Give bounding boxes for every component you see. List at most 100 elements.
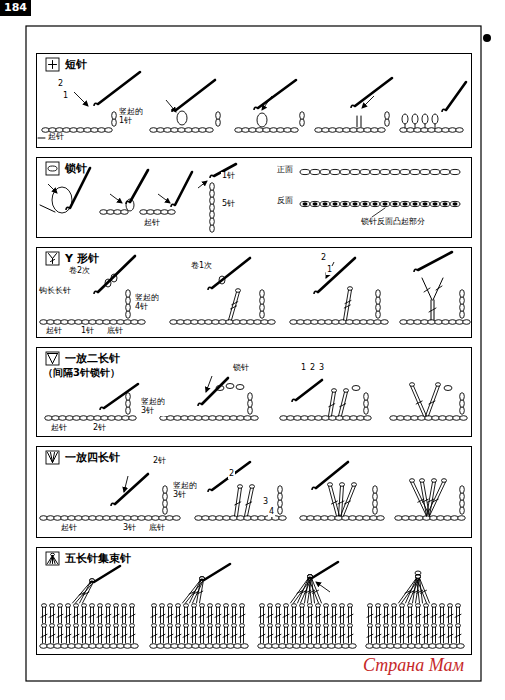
callout-label: 5针 (221, 200, 236, 209)
chain-loop (385, 119, 390, 127)
chain-loop (411, 416, 419, 421)
chain-loop (300, 119, 305, 127)
chain-loop (442, 128, 450, 133)
chain-loop (210, 218, 215, 226)
chain-loop (421, 320, 429, 325)
yarn-line (152, 607, 153, 623)
stitch-top (348, 287, 353, 291)
chain-loop (89, 320, 97, 325)
yarn-line (245, 488, 251, 516)
chain-loop (94, 416, 102, 421)
stitch-top (392, 604, 397, 608)
yarn-line (53, 254, 57, 259)
chain-loop (279, 644, 287, 649)
chain-loop (449, 320, 457, 325)
chain-loop (205, 320, 213, 325)
yarn-line (430, 482, 446, 516)
yarn-line (106, 627, 107, 643)
stitch-top (316, 604, 321, 608)
yarn-line (58, 607, 59, 623)
hook-tip (208, 287, 212, 290)
yarn-line (415, 634, 421, 637)
yarn-line (367, 634, 373, 637)
chain-loop (410, 201, 420, 206)
yarn-line (192, 607, 193, 623)
yarn-line (114, 607, 115, 623)
callout-label: 竖起的 3针 (172, 482, 200, 500)
yarn-line (207, 614, 213, 617)
yarn-line (197, 591, 203, 594)
yarn-line (267, 614, 273, 617)
chain-loop (439, 416, 447, 421)
arrow (110, 194, 122, 203)
stitch-top (224, 624, 229, 628)
chain-loop (373, 507, 378, 515)
chain-loop (364, 407, 369, 415)
yarn-line (392, 607, 393, 623)
chain-loop (314, 644, 322, 649)
chain-loop (321, 516, 329, 521)
yarn-line (74, 627, 75, 643)
hook-tip (111, 503, 115, 506)
yarn-line (427, 482, 443, 516)
chain-loop (301, 416, 309, 421)
chain-loop (325, 320, 333, 325)
yarn-line (152, 627, 153, 643)
chain-loop (77, 128, 85, 133)
chain-loop (322, 128, 330, 133)
stitch-top (184, 624, 189, 628)
yarn-line (283, 614, 289, 617)
chain-loop (377, 516, 385, 521)
stitch-top (238, 485, 243, 489)
chain-loop (321, 644, 329, 649)
symbol-box (46, 451, 59, 464)
back-bump (423, 202, 428, 206)
yarn-line (168, 607, 169, 623)
stitch-top (384, 624, 389, 628)
yarn-line (232, 627, 233, 643)
yarn-line (329, 404, 335, 407)
yarn-line (292, 627, 293, 643)
yarn-line (456, 627, 457, 643)
chain-loop (442, 320, 450, 325)
chain-loop (460, 493, 465, 501)
chain-loop (336, 128, 344, 133)
page-number: 184 (4, 1, 27, 14)
hook-tip (351, 105, 355, 108)
yarn-line (424, 627, 425, 643)
stitch-top (106, 624, 111, 628)
chain-loop (300, 169, 310, 174)
yarn-line (90, 627, 91, 643)
chain-loop (449, 128, 457, 133)
chain-loop (300, 516, 308, 521)
yarn-line (384, 627, 385, 643)
yarn-line (399, 578, 417, 603)
chain-loop (310, 169, 320, 174)
stitch-top (184, 604, 189, 608)
chain-loop (409, 516, 417, 521)
chain-loop (248, 393, 253, 401)
chain-loop (166, 516, 174, 521)
callout-label: 钩长长针 (38, 287, 72, 296)
chain-loop (436, 644, 444, 649)
yarn-loop (412, 114, 418, 124)
callout-label: 3针 (122, 524, 137, 533)
yarn-line (81, 634, 87, 637)
chain-loop (258, 644, 266, 649)
stitch-top (440, 624, 445, 628)
yarn-line (399, 634, 405, 637)
yarn-line (347, 614, 353, 617)
chain-loop (428, 128, 436, 133)
hook-tip (198, 403, 202, 406)
yarn-line (168, 627, 169, 643)
yarn-line (416, 627, 417, 643)
yarn-line (49, 254, 53, 259)
stitch-top (98, 624, 103, 628)
chain-loop (460, 290, 465, 298)
chain-loop (290, 320, 298, 325)
stitch-top (308, 624, 313, 628)
chain-loop (249, 128, 257, 133)
yarn-line (41, 634, 47, 637)
yarn-line (183, 580, 201, 603)
